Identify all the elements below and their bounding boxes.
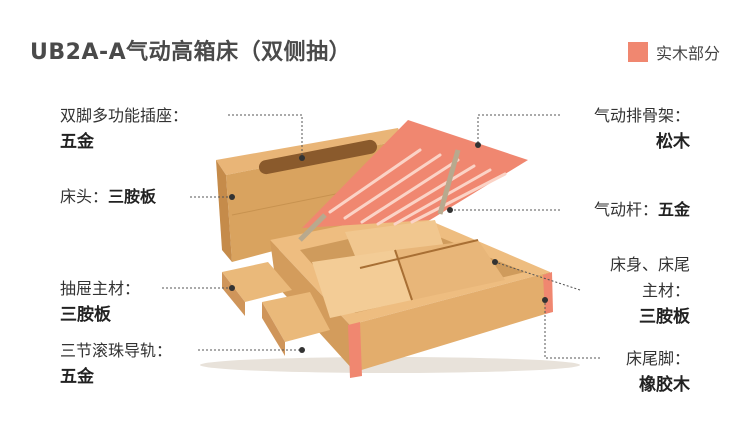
- slat-frame: [302, 120, 528, 228]
- leader-lines: [162, 114, 600, 359]
- callout-body-name-line2: 主材：: [641, 281, 690, 300]
- drawer-2: [262, 292, 330, 342]
- drawer-1-front: [222, 272, 245, 316]
- callout-body-name-line1: 床身、床尾: [609, 255, 690, 274]
- callout-socket-material: 五金: [60, 132, 94, 152]
- headboard-shelf-slot: [258, 139, 378, 175]
- callout-foot-material: 橡胶木: [639, 375, 690, 395]
- floor-shadow: [200, 357, 580, 373]
- callout-body-material: 三胺板: [639, 307, 690, 327]
- page-title: UB2A-A气动高箱床（双侧抽）: [30, 40, 352, 65]
- compartment-divider-2: [312, 250, 412, 318]
- legend: 实木部分: [627, 40, 720, 64]
- callout-headboard-name: 床头：: [60, 187, 109, 206]
- callout-rail-material: 五金: [60, 367, 94, 387]
- callout-headboard-material: 三胺板: [108, 187, 157, 206]
- callout-frame-material: 松木: [656, 132, 690, 152]
- callout-drawer: 抽屉主材： 三胺板: [60, 276, 140, 328]
- callout-drawer-material: 三胺板: [60, 305, 111, 325]
- callout-socket-name: 双脚多功能插座：: [60, 106, 189, 125]
- callout-headboard: 床头：三胺板: [60, 185, 156, 209]
- bed-body-front: [350, 272, 552, 372]
- callout-rail: 三节滚珠导轨： 五金: [60, 338, 172, 390]
- callout-body: 床身、床尾 主材： 三胺板: [610, 252, 690, 330]
- headboard-side: [216, 160, 232, 262]
- legend-swatch: [627, 42, 648, 62]
- callout-rod: 气动杆：五金: [594, 198, 690, 222]
- callout-foot: 床尾脚： 橡胶木: [626, 346, 690, 398]
- callout-socket: 双脚多功能插座： 五金: [60, 103, 188, 155]
- callout-rod-material: 五金: [657, 200, 690, 219]
- gas-strut-right: [437, 149, 461, 215]
- callout-frame-name: 气动排骨架：: [593, 106, 690, 125]
- drawer-2-front: [262, 302, 285, 356]
- legend-label: 实木部分: [655, 44, 720, 63]
- gas-strut-left: [298, 213, 327, 242]
- compartment-wall: [359, 239, 479, 269]
- slat-openings: [328, 148, 507, 226]
- callout-drawer-name: 抽屉主材：: [60, 279, 141, 298]
- callout-rail-name: 三节滚珠导轨：: [60, 341, 173, 360]
- compartment-divider-3: [395, 240, 505, 300]
- leader-dots: [229, 142, 548, 353]
- callout-frame: 气动排骨架： 松木: [594, 103, 690, 155]
- callout-rod-name: 气动杆：: [593, 200, 658, 219]
- callout-foot-name: 床尾脚：: [625, 349, 690, 368]
- drawer-1: [222, 262, 292, 302]
- foot-front: [348, 322, 362, 378]
